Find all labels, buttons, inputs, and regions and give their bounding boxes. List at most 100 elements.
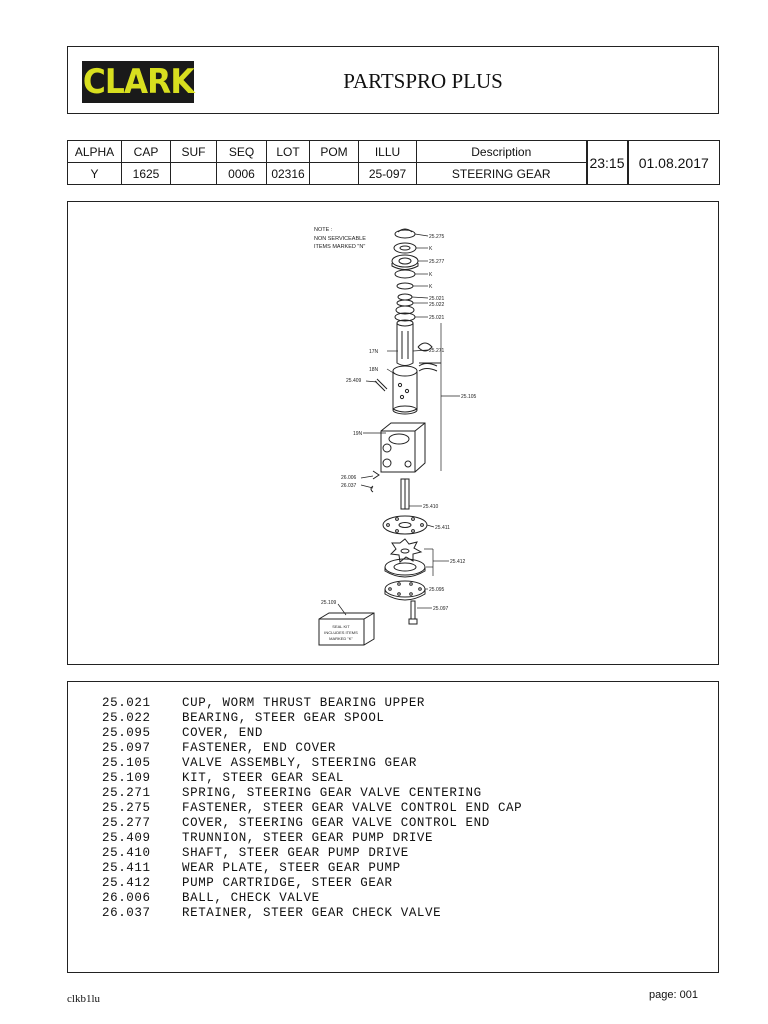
value-description: STEERING GEAR [416,162,587,185]
callout-25275: 25.275 [429,234,445,240]
clark-logo: CLARK [82,61,194,103]
part-number: 25.105 [102,756,151,770]
col-header-suf: SUF [170,140,217,163]
gerotor-star [389,538,423,563]
callout-25097: 25.097 [433,606,449,612]
part-number: 25.022 [102,711,151,725]
part-description: COVER, END [182,726,264,740]
seal-kit-line-1: SEAL KIT [332,624,350,629]
value-illu: 25-097 [358,162,417,185]
callout-25409: 25.409 [346,378,362,384]
col-header-lot: LOT [266,140,310,163]
value-cap: 1625 [121,162,171,185]
wear-plate [382,515,428,535]
value-alpha: Y [67,162,122,185]
logo-text: CLARK [82,62,195,102]
callout-25109: 25.109 [321,600,337,606]
part-description: BEARING, STEER GEAR SPOOL [182,711,385,725]
callout-25412: 25.412 [450,559,466,565]
leader-lines [337,233,460,616]
part-number: 25.109 [102,771,151,785]
footer-code: clkb1lu [67,993,100,1005]
note-line-2: NON SERVICEABLE [314,236,366,242]
part-number: 26.037 [102,906,151,920]
value-pom [309,162,359,185]
parts-list-row: 25.022 BEARING, STEER GEAR SPOOL [102,711,522,726]
note-line-1: NOTE : [314,227,333,233]
callout-k3: K [429,284,433,290]
col-header-cap: CAP [121,140,171,163]
part-number: 25.271 [102,786,151,800]
part-description: COVER, STEERING GEAR VALVE CONTROL END [182,816,490,830]
callout-25021: 25.021 [429,296,445,302]
valve-housing [374,362,441,415]
callout-18n: 18N [369,367,379,373]
part-description: PUMP CARTRIDGE, STEER GEAR [182,876,393,890]
info-value-row: Y 1625 0006 02316 25-097 STEERING GEAR [67,162,720,185]
part-description: RETAINER, STEER GEAR CHECK VALVE [182,906,442,920]
part-number: 25.275 [102,801,151,815]
part-number: 25.410 [102,846,151,860]
part-number: 25.095 [102,726,151,740]
part-number: 25.277 [102,816,151,830]
callout-26037: 26.037 [341,483,357,489]
callout-k2: K [429,272,433,278]
callout-25277: 25.277 [429,259,445,265]
callout-26006: 26.006 [341,475,357,481]
part-description: TRUNNION, STEER GEAR PUMP DRIVE [182,831,434,845]
part-number: 25.412 [102,876,151,890]
seal-kit-line-2: INCLUDES ITEMS [324,630,358,635]
drive-shaft [400,478,410,510]
callout-25411: 25.411 [435,525,450,531]
part-description: CUP, WORM THRUST BEARING UPPER [182,696,426,710]
part-description: KIT, STEER GEAR SEAL [182,771,345,785]
callout-25021b: 25.021 [429,315,445,321]
parts-list-row: 25.275 FASTENER, STEER GEAR VALVE CONTROL… [102,801,522,816]
col-header-seq: SEQ [216,140,267,163]
callout-25271: 25.271 [429,348,445,354]
value-seq: 0006 [216,162,267,185]
diagram-box: NOTE : NON SERVICEABLE ITEMS MARKED "N" [67,201,719,665]
pump-ring [384,558,426,578]
seal-kit-line-3: MARKED "K" [329,636,353,641]
value-lot: 02316 [266,162,310,185]
date-cell: 01.08.2017 [626,140,720,185]
info-table: ALPHA CAP SUF SEQ LOT POM ILLU Descripti… [67,140,720,185]
callout-25022: 25.022 [429,302,445,308]
app-title: PARTSPRO PLUS [343,69,503,93]
part-description: SHAFT, STEER GEAR PUMP DRIVE [182,846,409,860]
parts-list-row: 26.037 RETAINER, STEER GEAR CHECK VALVE [102,906,522,921]
parts-list-row: 25.277 COVER, STEERING GEAR VALVE CONTROL… [102,816,522,831]
part-number: 25.411 [102,861,151,875]
seal-kit-box: SEAL KIT INCLUDES ITEMS MARKED "K" [318,612,375,646]
info-header-row: ALPHA CAP SUF SEQ LOT POM ILLU Descripti… [67,140,720,185]
callout-k1: K [429,246,433,252]
parts-list-row: 25.095 COVER, END [102,726,522,741]
part-description: FASTENER, STEER GEAR VALVE CONTROL END C… [182,801,523,815]
parts-list-row: 25.412 PUMP CARTRIDGE, STEER GEAR [102,876,522,891]
end-cover-bolt [408,600,418,625]
header-box: CLARK PARTSPRO PLUS [67,46,719,114]
parts-list-row: 25.410 SHAFT, STEER GEAR PUMP DRIVE [102,846,522,861]
end-cover [384,580,426,601]
parts-list-row: 25.109 KIT, STEER GEAR SEAL [102,771,522,786]
gear-body [380,422,426,473]
time-cell: 23:15 [585,140,628,185]
value-suf [170,162,217,185]
upper-seal-stack [391,228,419,322]
part-description: VALVE ASSEMBLY, STEERING GEAR [182,756,417,770]
note-line-3: ITEMS MARKED "N" [314,244,365,250]
col-header-alpha: ALPHA [67,140,122,163]
parts-list-row: 25.105 VALVE ASSEMBLY, STEERING GEAR [102,756,522,771]
callout-17n: 17N [369,349,379,355]
col-header-description: Description [416,140,587,163]
check-ball [370,470,380,493]
callout-25410: 25.410 [423,504,439,510]
